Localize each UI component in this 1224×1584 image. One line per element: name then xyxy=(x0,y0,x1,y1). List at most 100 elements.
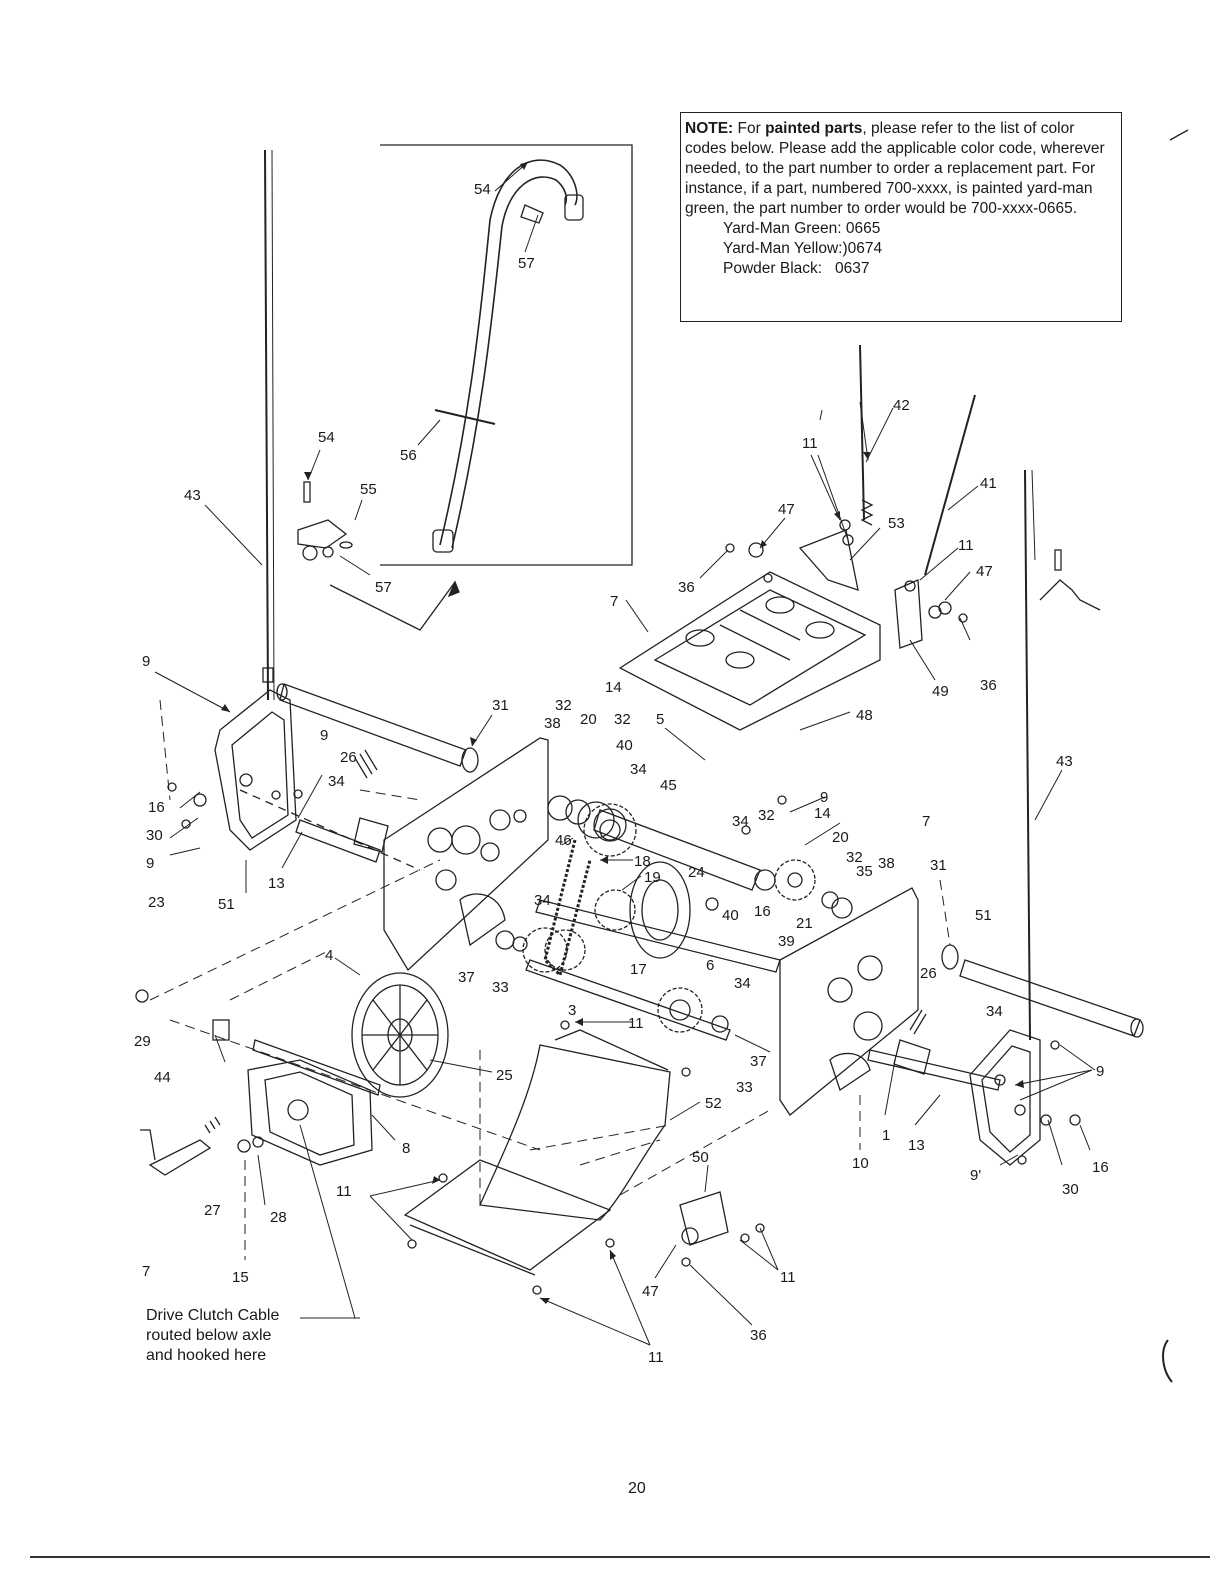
part-label: 11 xyxy=(336,1183,352,1200)
part-label: 13 xyxy=(268,875,285,892)
part-label: 14 xyxy=(605,679,622,696)
part-label: 15 xyxy=(232,1269,249,1286)
part-label: 19 xyxy=(644,869,661,886)
part-label: 7 xyxy=(922,813,930,830)
friction-wheel xyxy=(351,972,449,1098)
part-label: 55 xyxy=(360,481,377,498)
part-label: 43 xyxy=(1056,753,1073,770)
part-label: 20 xyxy=(580,711,597,728)
part-label: 54 xyxy=(318,429,335,446)
part-label: 32 xyxy=(758,807,775,824)
part-label: 50 xyxy=(692,1149,709,1166)
part-label: 32 xyxy=(555,697,572,714)
caption-line: and hooked here xyxy=(146,1347,267,1364)
part-label: 47 xyxy=(778,501,795,518)
part-label: 40 xyxy=(616,737,633,754)
lower-axle xyxy=(495,930,731,1041)
left-gear-housing xyxy=(214,689,297,851)
color-name: Yard-Man Green: xyxy=(723,220,842,237)
part-label: 29 xyxy=(134,1033,151,1050)
clutch-lever xyxy=(140,1116,221,1176)
drive-shaft xyxy=(547,795,761,891)
part-label: 34 xyxy=(534,892,551,909)
part-label: 24 xyxy=(688,864,705,881)
bottom-rule xyxy=(30,1556,1210,1558)
part-label: 35 xyxy=(856,863,873,880)
right-side-plate xyxy=(779,887,927,1116)
color-code: 0637 xyxy=(835,260,870,277)
sprocket-right xyxy=(754,859,853,919)
bottom-plate xyxy=(403,1159,612,1276)
part-label: 23 xyxy=(148,894,165,911)
bottom-shield xyxy=(479,1029,671,1221)
part-label: 9 xyxy=(320,727,328,744)
handle-inset xyxy=(380,144,633,566)
part-label: 57 xyxy=(375,579,392,596)
color-name: Powder Black: xyxy=(723,260,823,277)
part-label: 43 xyxy=(184,487,201,504)
part-label: 47 xyxy=(642,1283,659,1300)
part-label: 28 xyxy=(270,1209,287,1226)
color-name: Yard-Man Yellow:) xyxy=(723,240,848,257)
bracket-49 xyxy=(894,579,923,649)
part-label: 9 xyxy=(142,653,150,670)
part-label: 51 xyxy=(218,896,235,913)
color-code: 0674 xyxy=(847,240,883,257)
cable-41 xyxy=(924,394,976,576)
part-label: 7 xyxy=(610,593,618,610)
part-label: 10 xyxy=(852,1155,869,1172)
note-bold-phrase: painted parts xyxy=(765,120,863,137)
part-label: 32 xyxy=(614,711,631,728)
part-label: 38 xyxy=(878,855,895,872)
part-label: 3 xyxy=(568,1002,576,1019)
part-label: 36 xyxy=(750,1327,767,1344)
part-label: 34 xyxy=(986,1003,1003,1020)
part-label: 9 xyxy=(1096,1063,1104,1080)
part-label: 38 xyxy=(544,715,561,732)
right-control-rod xyxy=(1024,469,1036,1041)
part-label: 31 xyxy=(492,697,509,714)
friction-bracket xyxy=(247,1039,381,1166)
part-label: 11 xyxy=(780,1269,796,1286)
part-label: 47 xyxy=(976,563,993,580)
part-label: 34 xyxy=(732,813,749,830)
caption-line: Drive Clutch Cable xyxy=(146,1307,280,1324)
drive-clutch-cable-caption: Drive Clutch Cable routed below axle and… xyxy=(146,1306,279,1366)
part-label: 1 xyxy=(882,1127,890,1144)
part-label: 18 xyxy=(634,853,651,870)
part-label: 31 xyxy=(930,857,947,874)
part-label: 33 xyxy=(492,979,509,996)
color-code-row: Yard-Man Yellow:)0674 xyxy=(685,239,1115,259)
color-code-row: Powder Black: 0637 xyxy=(685,259,1115,279)
handle-tube xyxy=(439,159,578,546)
part-label: 11 xyxy=(648,1349,664,1366)
part-label: 30 xyxy=(1062,1181,1079,1198)
part-label: 16 xyxy=(754,903,771,920)
part-label: 20 xyxy=(832,829,849,846)
part-label: 57 xyxy=(518,255,535,272)
top-frame-plate xyxy=(618,571,881,731)
left-shaft-assembly xyxy=(239,749,421,871)
part-label: 36 xyxy=(678,579,695,596)
part-label: 11 xyxy=(628,1015,644,1032)
part-label: 26 xyxy=(340,749,357,766)
part-label: 9 xyxy=(820,789,828,806)
part-label: 33 xyxy=(736,1079,753,1096)
part-label: 27 xyxy=(204,1202,221,1219)
right-gear-housing xyxy=(969,1029,1041,1166)
bracket-53 xyxy=(798,529,859,591)
part-label: 37 xyxy=(458,969,475,986)
part-label: 34 xyxy=(630,761,647,778)
color-code: 0665 xyxy=(845,220,881,237)
sprocket-left xyxy=(583,803,637,857)
part-label: 9' xyxy=(970,1167,981,1184)
part-label: 17 xyxy=(630,961,647,978)
left-axle xyxy=(276,683,479,773)
part-label: 14 xyxy=(814,805,831,822)
part-label: 53 xyxy=(888,515,905,532)
part-label: 39 xyxy=(778,933,795,950)
cable-42 xyxy=(859,344,865,521)
color-code-note: NOTE: For painted parts, please refer to… xyxy=(680,112,1122,322)
part-label: 9 xyxy=(146,855,154,872)
